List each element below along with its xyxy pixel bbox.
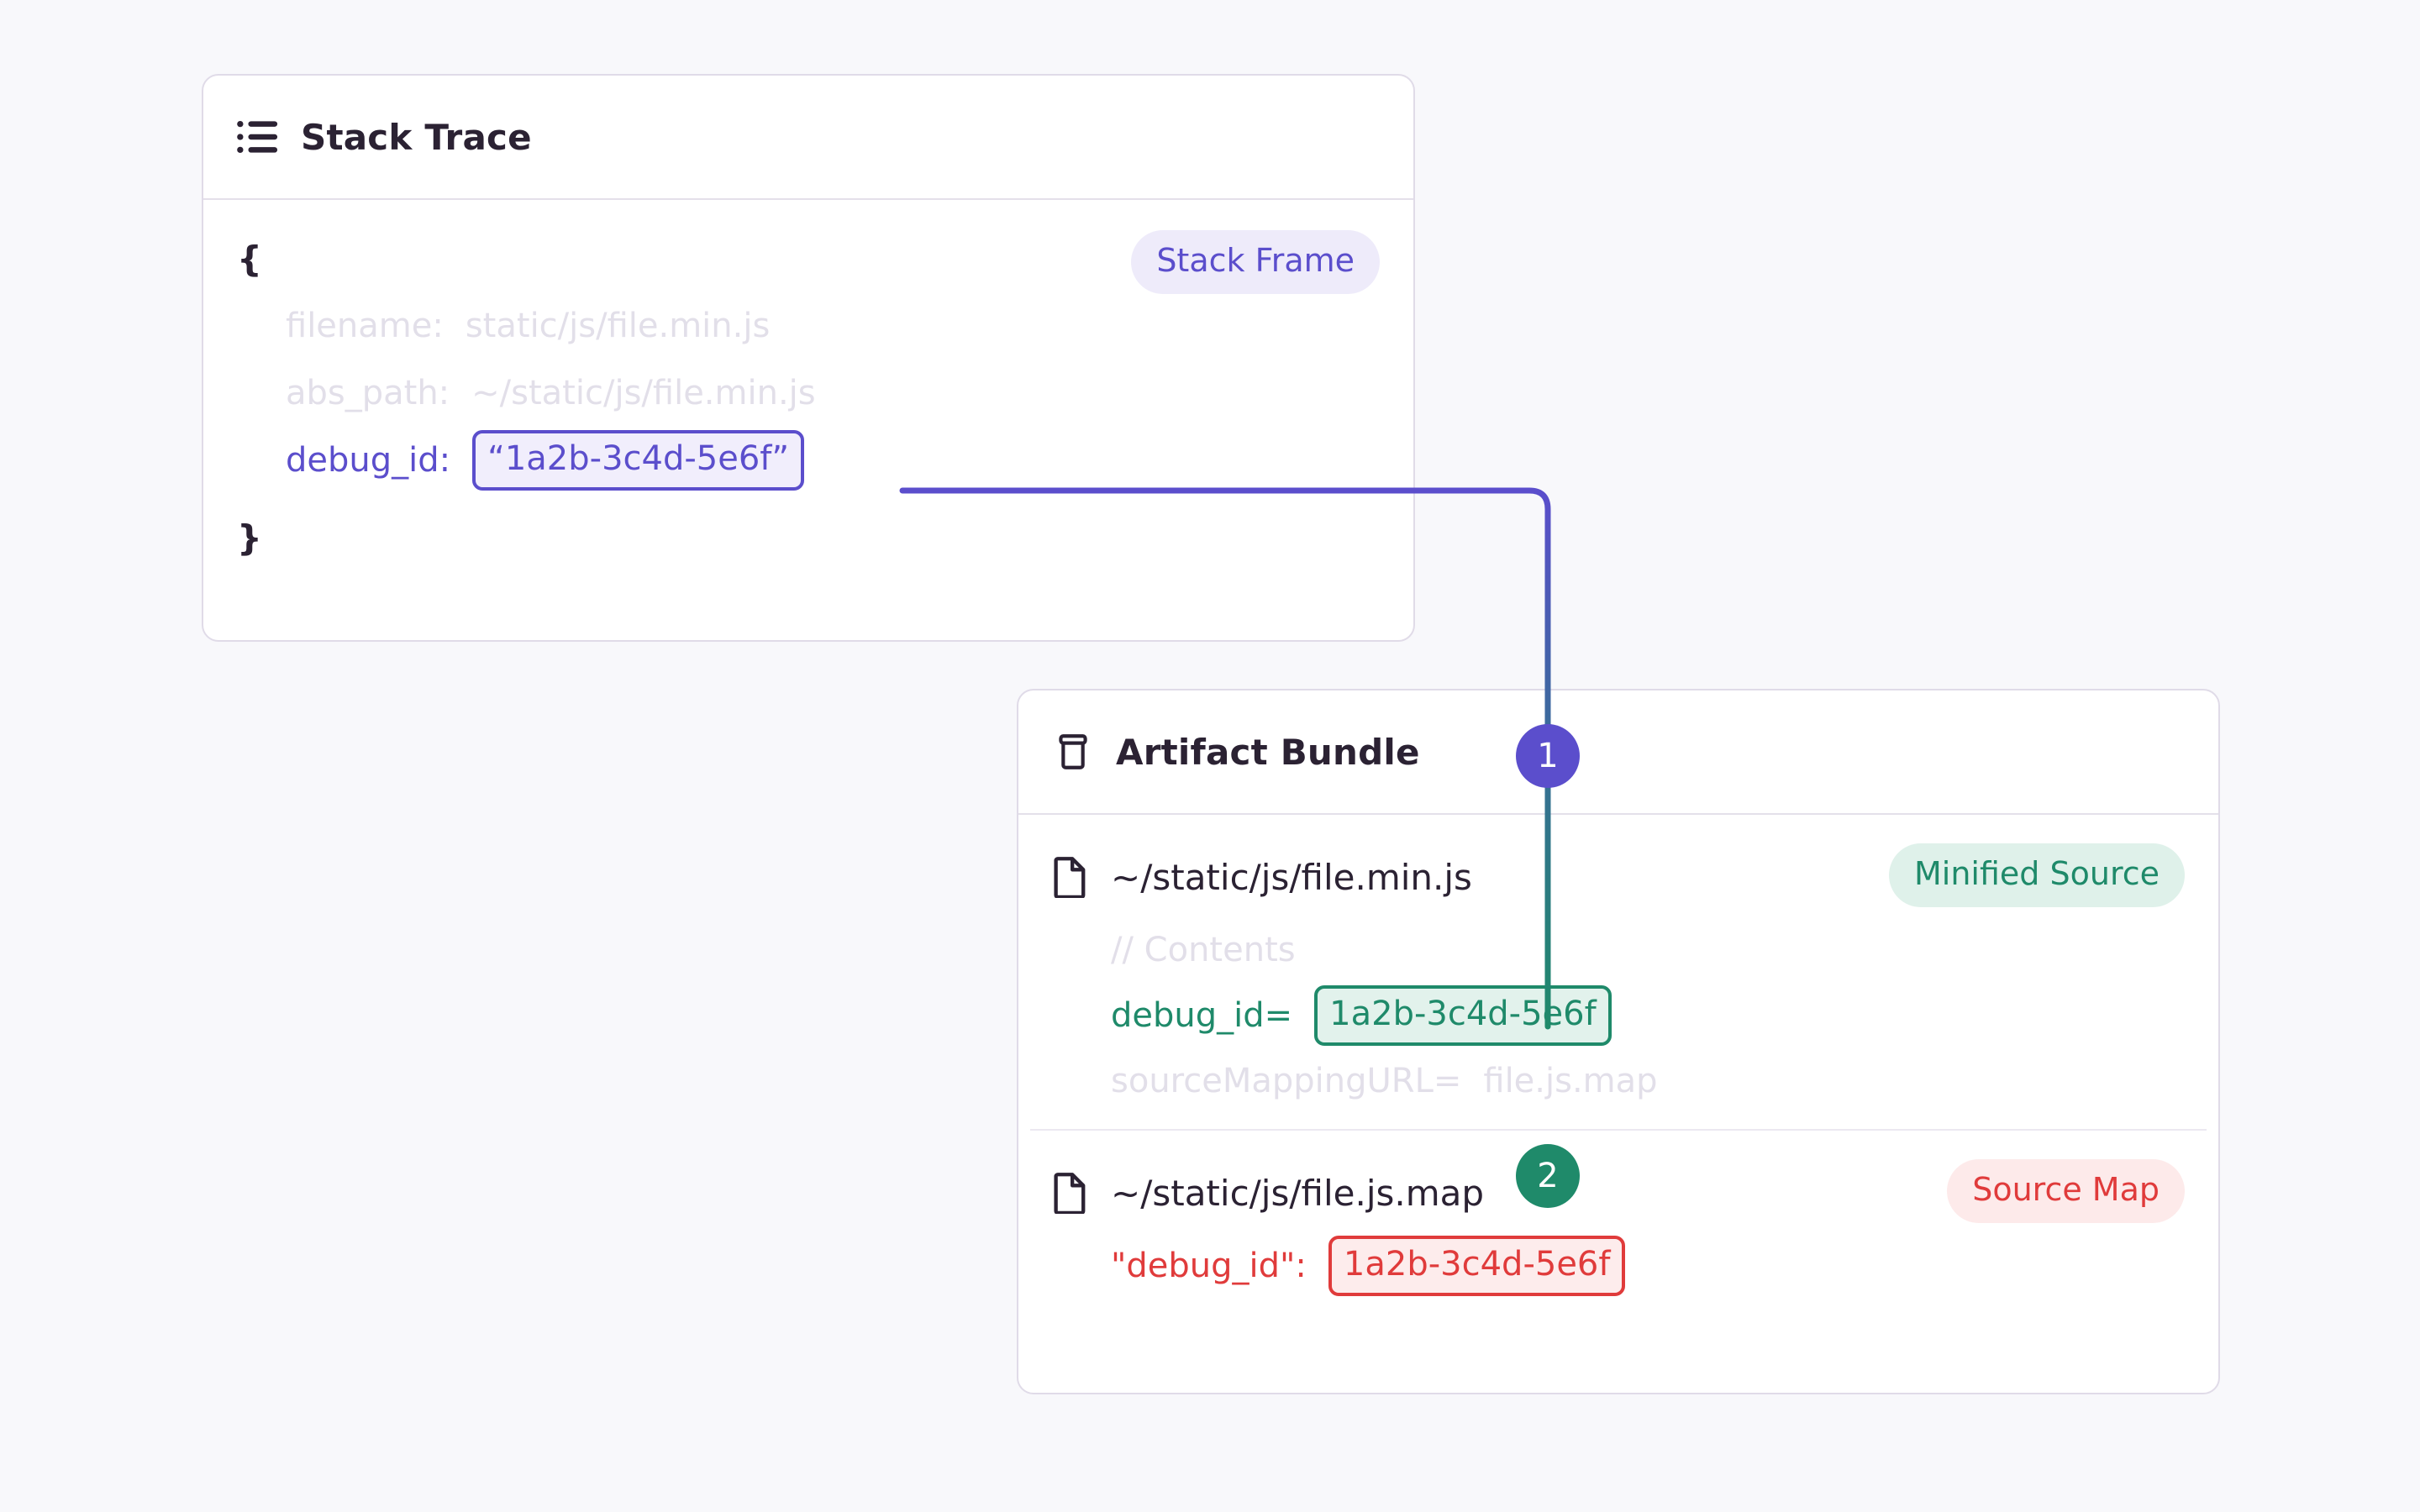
source-map-debug-id-key: "debug_id":	[1111, 1247, 1307, 1285]
stack-frame-code: Stack Frame { filename: static/js/file.m…	[203, 200, 1413, 588]
minified-source-sourcemappingurl-line: sourceMappingURL= file.js.map	[1052, 1048, 2185, 1114]
step-badge-2: 2	[1516, 1144, 1580, 1208]
artifact-bundle-card: Artifact Bundle Minified Source ~/static…	[1017, 689, 2220, 1394]
file-icon	[1052, 856, 1089, 898]
package-icon	[1052, 731, 1094, 773]
artifact-bundle-body: Minified Source ~/static/js/file.min.js …	[1018, 815, 2218, 1319]
stack-trace-debug-id-chip[interactable]: “1a2b-3c4d-5e6f”	[472, 430, 805, 491]
minified-source-file-name: ~/static/js/file.min.js	[1111, 856, 1472, 898]
minified-source-debug-id-chip[interactable]: 1a2b-3c4d-5e6f	[1314, 985, 1612, 1046]
bundle-file-minified-source: Minified Source ~/static/js/file.min.js …	[1018, 815, 2218, 1129]
minified-debug-id-key: debug_id=	[1111, 996, 1293, 1035]
code-line-filename: filename: static/js/file.min.js	[237, 292, 1380, 360]
sourcemappingurl-key: sourceMappingURL=	[1111, 1062, 1462, 1100]
debug-id-key: debug_id:	[286, 441, 451, 480]
stack-trace-card: Stack Trace Stack Frame { filename: stat…	[202, 74, 1415, 642]
artifact-bundle-header: Artifact Bundle	[1018, 690, 2218, 815]
code-line-debug-id: debug_id: “1a2b-3c4d-5e6f”	[237, 427, 1380, 494]
code-line-open-brace: {	[237, 225, 1380, 292]
stack-trace-title: Stack Trace	[301, 116, 532, 158]
contents-comment: // Contents	[1111, 931, 1296, 969]
minified-source-badge: Minified Source	[1888, 843, 2185, 907]
filename-value: static/js/file.min.js	[465, 307, 771, 345]
open-brace: {	[237, 238, 262, 280]
artifact-bundle-title: Artifact Bundle	[1116, 731, 1420, 773]
stack-trace-header: Stack Trace	[203, 76, 1413, 200]
minified-source-contents-line: // Contents	[1052, 917, 2185, 983]
source-map-badge: Source Map	[1947, 1159, 2185, 1223]
stack-trace-body: Stack Frame { filename: static/js/file.m…	[203, 200, 1413, 588]
bundle-file-source-map: Source Map ~/static/js/file.js.map "debu…	[1018, 1131, 2218, 1319]
sourcemappingurl-value: file.js.map	[1483, 1062, 1658, 1100]
source-map-debug-id-line: "debug_id": 1a2b-3c4d-5e6f	[1052, 1233, 2185, 1299]
list-icon	[237, 118, 279, 155]
filename-key: filename:	[286, 307, 444, 345]
source-map-file-head: ~/static/js/file.js.map	[1052, 1152, 2185, 1233]
source-map-file-name: ~/static/js/file.js.map	[1111, 1172, 1485, 1214]
stack-frame-badge: Stack Frame	[1131, 230, 1380, 294]
source-map-debug-id-chip[interactable]: 1a2b-3c4d-5e6f	[1328, 1236, 1626, 1296]
step-badge-1: 1	[1516, 724, 1580, 788]
close-brace: }	[237, 517, 262, 559]
abs-path-key: abs_path:	[286, 374, 450, 412]
minified-source-debug-id-line: debug_id= 1a2b-3c4d-5e6f	[1052, 983, 2185, 1048]
code-line-abs-path: abs_path: ~/static/js/file.min.js	[237, 360, 1380, 427]
file-icon	[1052, 1172, 1089, 1214]
code-line-close-brace: }	[237, 504, 1380, 571]
bundle-row-divider	[1030, 1129, 2207, 1131]
abs-path-value: ~/static/js/file.min.js	[471, 374, 816, 412]
